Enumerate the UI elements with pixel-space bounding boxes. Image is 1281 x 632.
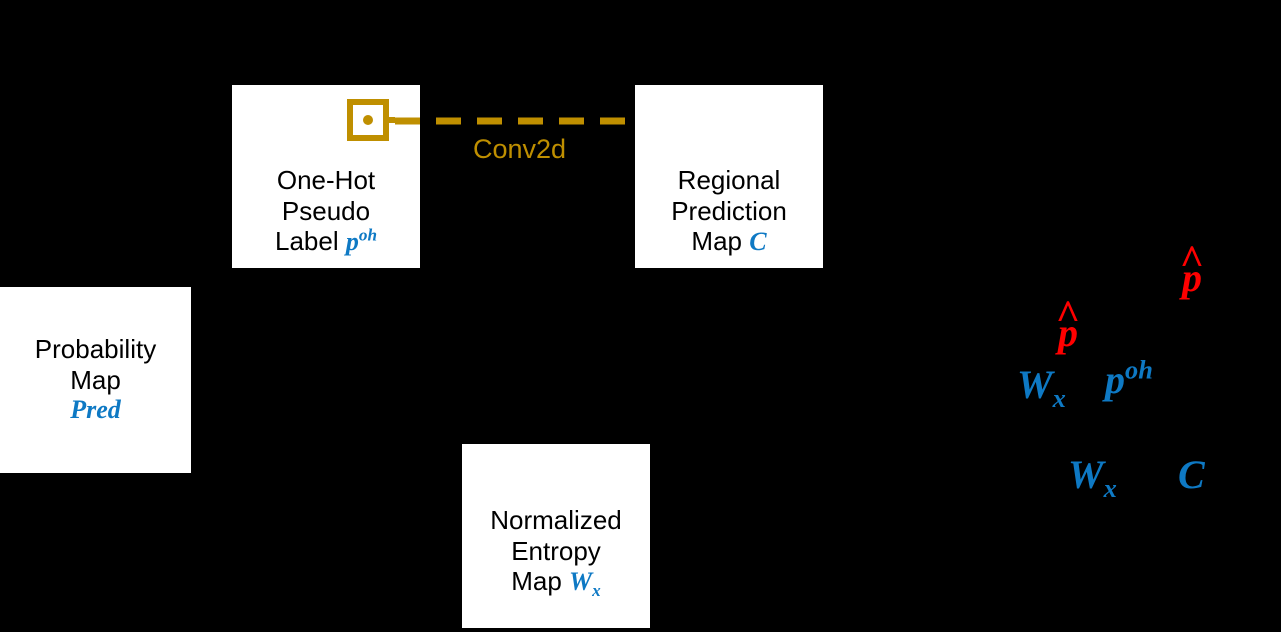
p-hat-group-1: ^p xyxy=(1180,240,1204,300)
box-regional-symbol: C xyxy=(749,227,767,257)
box-one-hot-line1: One-Hot xyxy=(276,164,376,195)
box-regional-line3-prefix: Map xyxy=(691,226,750,257)
p-hat-base-1: p xyxy=(1182,255,1202,300)
box-entropy-symbol-base: W xyxy=(569,567,593,597)
box-one-hot-symbol: poh xyxy=(345,225,377,257)
formula-w-x-lower: Wx xyxy=(1068,452,1117,502)
box-regional-line1: Regional xyxy=(677,164,781,195)
box-one-hot-line3-prefix: Label xyxy=(275,226,346,257)
formula-p-hat-lower: ^p xyxy=(1056,295,1080,355)
p-oh-sup: oh xyxy=(1125,354,1153,385)
box-entropy-line2: Entropy xyxy=(511,535,601,566)
hat-accent-icon: ^ xyxy=(1179,238,1205,285)
box-one-hot-symbol-sup: oh xyxy=(358,225,377,245)
p-hat-group-2: ^p xyxy=(1056,295,1080,355)
box-regional-line2: Prediction xyxy=(671,195,787,226)
box-probability-map-line1: Probability xyxy=(34,333,157,364)
w-x-sub-1: x xyxy=(1052,383,1066,413)
box-one-hot-line2: Pseudo xyxy=(281,195,371,226)
box-entropy-line1: Normalized xyxy=(490,504,622,535)
w-x-sub-2: x xyxy=(1103,473,1117,503)
p-oh-base: p xyxy=(1105,357,1125,402)
formula-p-hat-upper: ^p xyxy=(1180,240,1204,300)
box-probability-map[interactable]: Probability Map Pred xyxy=(0,287,191,473)
hat-accent-icon: ^ xyxy=(1055,293,1081,340)
box-regional-line3: Map C xyxy=(691,226,766,258)
box-one-hot-line3: Label poh xyxy=(275,226,377,258)
p-hat-base-2: p xyxy=(1058,310,1078,355)
box-probability-map-line2: Map xyxy=(70,364,121,395)
formula-c: C xyxy=(1178,455,1205,495)
formula-p-oh: poh xyxy=(1105,356,1153,402)
box-probability-map-symbol: Pred xyxy=(70,395,121,425)
conv-kernel-icon xyxy=(347,99,395,143)
box-regional-prediction-map[interactable]: Regional Prediction Map C xyxy=(635,85,823,268)
formula-w-x-upper: Wx xyxy=(1017,362,1066,412)
w-x-base-2: W xyxy=(1068,452,1104,497)
conv2d-label: Conv2d xyxy=(473,134,567,164)
box-entropy-symbol-sub: x xyxy=(592,581,601,601)
box-one-hot-symbol-base: p xyxy=(345,227,359,257)
box-entropy-line3: Map Wx xyxy=(511,566,601,599)
box-entropy-symbol: Wx xyxy=(569,567,601,599)
c-symbol: C xyxy=(1178,452,1205,497)
box-entropy-line3-prefix: Map xyxy=(511,566,570,597)
box-normalized-entropy-map[interactable]: Normalized Entropy Map Wx xyxy=(462,444,650,628)
w-x-base-1: W xyxy=(1017,362,1053,407)
